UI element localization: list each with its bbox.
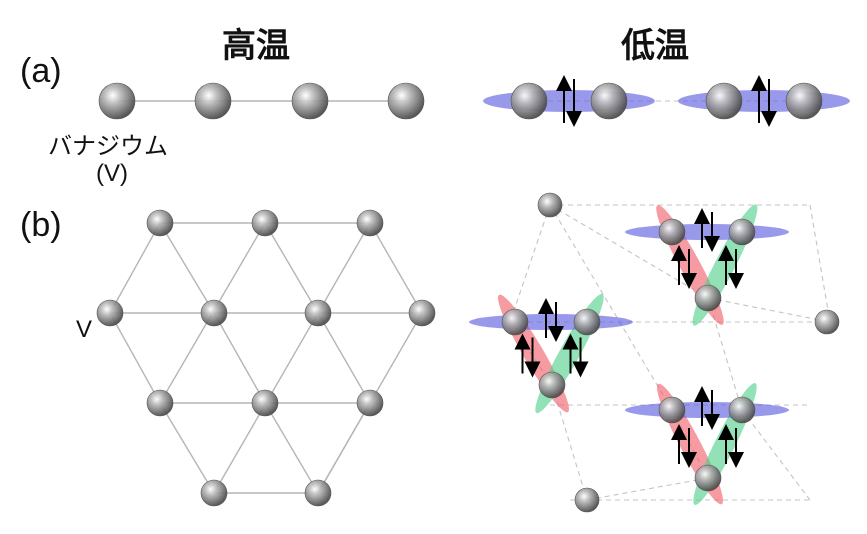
spin-pair-arrows (538, 298, 564, 342)
vanadium-atom (200, 479, 228, 507)
vanadium-atom (251, 209, 279, 237)
low-temp-heading: 低温 (621, 27, 689, 65)
orbital-lobe (678, 90, 850, 112)
vanadium-atom (590, 82, 628, 120)
spin-pair-arrows (718, 424, 744, 468)
spin-pair-arrows (514, 333, 541, 378)
bond-line (317, 402, 371, 494)
vanadium-atom (356, 389, 384, 417)
vanadium-atom (537, 192, 563, 218)
vanadium-atom (501, 308, 529, 336)
spin-pair-arrows (718, 245, 744, 289)
spin-pair-arrows (671, 245, 697, 289)
vanadium-atom (510, 82, 548, 120)
vanadium-atom (304, 299, 332, 327)
vanadium-atom (705, 82, 743, 120)
high-temp-heading: 高温 (222, 27, 290, 65)
vanadium-atom (785, 82, 823, 120)
dashed-line (741, 409, 811, 501)
vanadium-atom (251, 389, 279, 417)
bond-line (159, 402, 215, 494)
vanadium-atom (304, 479, 332, 507)
vanadium-atom (814, 309, 840, 335)
vanadium-atoms (96, 82, 840, 513)
dashed-line (586, 477, 709, 501)
bond-line (109, 312, 161, 404)
vanadium-atom (194, 82, 232, 120)
vanadium-atom (658, 218, 686, 246)
part-b-label: (b) (20, 206, 62, 244)
bond-line (213, 312, 266, 404)
orbital-lobe (469, 314, 633, 330)
vanadium-atom (658, 396, 686, 424)
bond-line (264, 402, 319, 494)
vanadium-atom (356, 209, 384, 237)
spin-pair-arrows (694, 208, 720, 252)
dashed-line (707, 297, 831, 323)
vanadium-atom (694, 284, 722, 312)
spin-pair-arrows (671, 424, 697, 468)
orbital-lobe (625, 224, 789, 240)
spin-pair-arrows (562, 333, 589, 378)
spin-pair-arrows (751, 75, 777, 127)
orbital-lobe (483, 90, 655, 112)
orbital-lobe (625, 402, 789, 418)
bond-line (109, 222, 161, 314)
part-a-label: (a) (20, 52, 62, 90)
vanadium-atom (694, 464, 722, 492)
vanadium-label: バナジウム (48, 133, 168, 160)
vanadium-atom (728, 218, 756, 246)
dashed-line (549, 204, 673, 411)
vanadium-symbol-paren: (V) (96, 160, 128, 187)
vanadium-atom (728, 396, 756, 424)
bond-line (264, 222, 319, 314)
bond-line (317, 312, 371, 404)
vanadium-atom (574, 487, 600, 513)
vanadium-atom (408, 299, 436, 327)
spin-pair-arrows (556, 75, 582, 127)
vanadium-atom (291, 82, 329, 120)
dashed-line (549, 204, 709, 299)
vanadium-atom (538, 371, 566, 399)
dashed-line (509, 204, 551, 323)
vanadium-atom (96, 299, 124, 327)
vanadium-symbol: V (76, 316, 93, 343)
vanadium-atom (146, 389, 174, 417)
bond-line (213, 222, 371, 494)
vanadium-atom (573, 308, 601, 336)
vanadium-atom (98, 82, 136, 120)
spin-arrows (514, 75, 777, 468)
orbital-lobes (469, 90, 850, 505)
vanadium-atom (146, 209, 174, 237)
dashed-lattice-lines (509, 100, 831, 501)
dashed-line (809, 204, 831, 323)
spin-pair-arrows (694, 386, 720, 430)
bond-line (369, 222, 423, 314)
vanadium-atom (387, 82, 425, 120)
bond-line (159, 222, 215, 314)
vanadium-atom (200, 299, 228, 327)
